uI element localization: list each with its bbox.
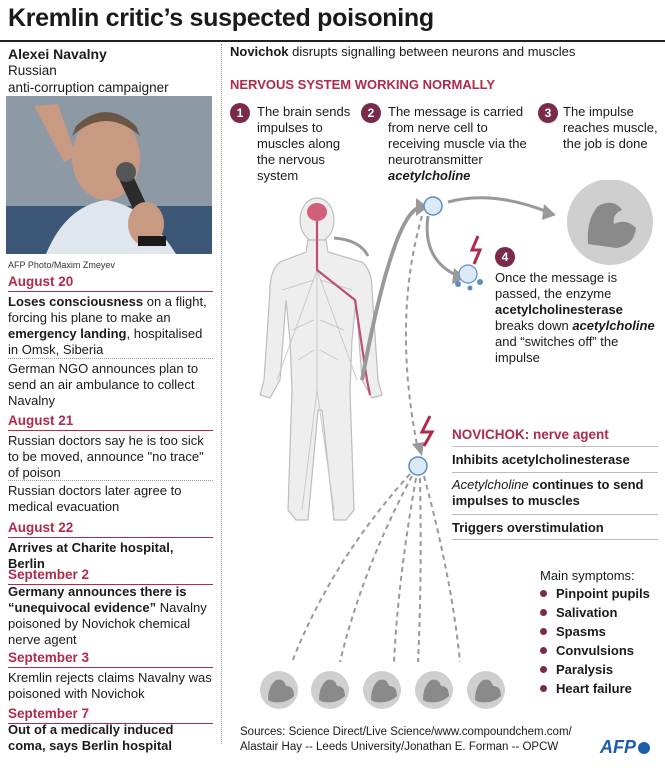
synapse-novichok bbox=[408, 456, 428, 476]
effects-rule-2 bbox=[452, 472, 658, 473]
symptoms-heading: Main symptoms: bbox=[540, 568, 635, 583]
photo-illustration bbox=[6, 96, 212, 254]
step-4-p2: breaks down bbox=[495, 318, 573, 333]
synapse-to-enzyme-arrow bbox=[425, 215, 459, 278]
brain-highlight bbox=[307, 203, 327, 221]
timeline-date: August 21 bbox=[8, 413, 74, 428]
muscle-row bbox=[260, 671, 505, 709]
navalny-photo bbox=[6, 96, 212, 254]
dashed-to-novichok bbox=[404, 215, 423, 451]
symptom-item: Salivation bbox=[540, 605, 617, 620]
afp-logo: AFP bbox=[600, 737, 650, 758]
timeline-date-rule bbox=[8, 430, 213, 431]
step-2-italic: acetylcholine bbox=[388, 168, 471, 183]
timeline-date: September 2 bbox=[8, 567, 90, 582]
timeline-date: September 3 bbox=[8, 650, 90, 665]
effects-rule-4 bbox=[452, 539, 658, 540]
timeline-entry: Kremlin rejects claims Navalny was poiso… bbox=[8, 670, 212, 701]
timeline-date-rule bbox=[8, 537, 213, 538]
timeline-entry: Out of a medically induced coma, says Be… bbox=[8, 722, 174, 753]
step-4-p3: and “switches off” the impulse bbox=[495, 334, 619, 365]
profile-role: Russian anti-corruption campaigner bbox=[8, 62, 213, 96]
sources: Sources: Science Direct/Live Science/www… bbox=[240, 725, 572, 755]
symptom-item: Convulsions bbox=[540, 643, 634, 658]
sources-line1: Sources: Science Direct/Live Science/www… bbox=[240, 726, 572, 738]
synapse-top bbox=[423, 196, 443, 216]
nerve-to-synapse-arrow bbox=[360, 206, 420, 381]
highlighted-nerve-path bbox=[315, 210, 372, 396]
enzyme-icon bbox=[458, 264, 478, 284]
profile-role-line1: Russian bbox=[8, 63, 57, 78]
enzyme-lightning-icon bbox=[469, 235, 483, 265]
intro-bold: Novichok bbox=[230, 44, 289, 59]
novichok-lightning-icon bbox=[419, 415, 435, 447]
nervous-system-lines bbox=[276, 242, 358, 511]
afp-globe-icon bbox=[638, 742, 650, 754]
nervous-system-diagram bbox=[259, 180, 653, 709]
timeline-date: August 20 bbox=[8, 274, 74, 289]
timeline-entry: Germany announces there is “unequivocal … bbox=[8, 584, 207, 647]
page-title: Kremlin critic’s suspected poisoning bbox=[8, 4, 434, 32]
sources-line2: Alastair Hay -- Leeds University/Jonatha… bbox=[240, 741, 559, 753]
column-divider bbox=[221, 44, 222, 744]
step-3-badge: 3 bbox=[538, 103, 558, 123]
timeline-date-rule bbox=[8, 584, 213, 585]
symptom-item: Heart failure bbox=[540, 681, 632, 696]
effects-rule-3 bbox=[452, 514, 658, 515]
effect-2: Acetylcholine continues to send impulses… bbox=[452, 477, 658, 509]
title-rule bbox=[0, 40, 665, 42]
effect-3: Triggers overstimulation bbox=[452, 520, 604, 535]
timeline-separator bbox=[8, 480, 213, 481]
effect-2-rest: continues to send impulses to muscles bbox=[452, 477, 644, 508]
profile-role-line2: anti-corruption campaigner bbox=[8, 80, 169, 95]
symptom-item: Pinpoint pupils bbox=[540, 586, 650, 601]
intro-line: Novichok disrupts signalling between neu… bbox=[230, 44, 575, 59]
timeline-entry: German NGO announces plan to send an air… bbox=[8, 361, 199, 408]
afp-logo-text: AFP bbox=[600, 737, 636, 757]
symptom-item: Paralysis bbox=[540, 662, 613, 677]
timeline-entry: Russian doctors later agree to medical e… bbox=[8, 483, 182, 514]
photo-credit: AFP Photo/Maxim Zmeyev bbox=[8, 260, 115, 270]
timeline-date: August 22 bbox=[8, 520, 74, 535]
step-3-text: The impulse reaches muscle, the job is d… bbox=[563, 104, 658, 151]
step-1-text: The brain sends impulses to muscles alon… bbox=[257, 104, 351, 183]
timeline-date: September 7 bbox=[8, 706, 90, 721]
step-4-italic: acetylcholine bbox=[572, 318, 655, 333]
effect-2-italic: Acetylcholine bbox=[452, 477, 529, 492]
effects-rule-1 bbox=[452, 446, 658, 447]
step-2-text: The message is carried from nerve cell t… bbox=[388, 104, 533, 184]
step-4-p1: Once the message is passed, the enzyme bbox=[495, 270, 618, 301]
section-heading: NERVOUS SYSTEM WORKING NORMALLY bbox=[230, 77, 496, 92]
profile-name: Alexei Navalny bbox=[8, 46, 107, 62]
timeline-date-rule bbox=[8, 723, 213, 724]
step-2-badge: 2 bbox=[361, 103, 381, 123]
step-2-main: The message is carried from nerve cell t… bbox=[388, 104, 527, 167]
timeline-entry: Loses consciousness on a flight, forcing… bbox=[8, 294, 207, 357]
body-to-neuron-arrow bbox=[333, 236, 370, 257]
timeline-entry: Russian doctors say he is too sick to be… bbox=[8, 433, 204, 480]
effect-1: Inhibits acetylcholinesterase bbox=[452, 452, 630, 467]
timeline-date-rule bbox=[8, 291, 213, 292]
step-4-bold: acetylcholinesterase bbox=[495, 302, 623, 317]
step-1-badge: 1 bbox=[230, 103, 250, 123]
timeline-date-rule bbox=[8, 667, 213, 668]
synapse-to-muscle-arrow bbox=[447, 196, 549, 214]
step-4-text: Once the message is passed, the enzyme a… bbox=[495, 270, 660, 366]
dashed-arrows-to-muscles bbox=[291, 473, 461, 663]
symptom-item: Spasms bbox=[540, 624, 606, 639]
novichok-heading: NOVICHOK: nerve agent bbox=[452, 427, 609, 442]
intro-rest: disrupts signalling between neurons and … bbox=[288, 44, 576, 59]
step-4-badge: 4 bbox=[495, 247, 515, 267]
timeline-entry: Arrives at Charite hospital, Berlin bbox=[8, 540, 174, 571]
timeline-separator bbox=[8, 358, 213, 359]
